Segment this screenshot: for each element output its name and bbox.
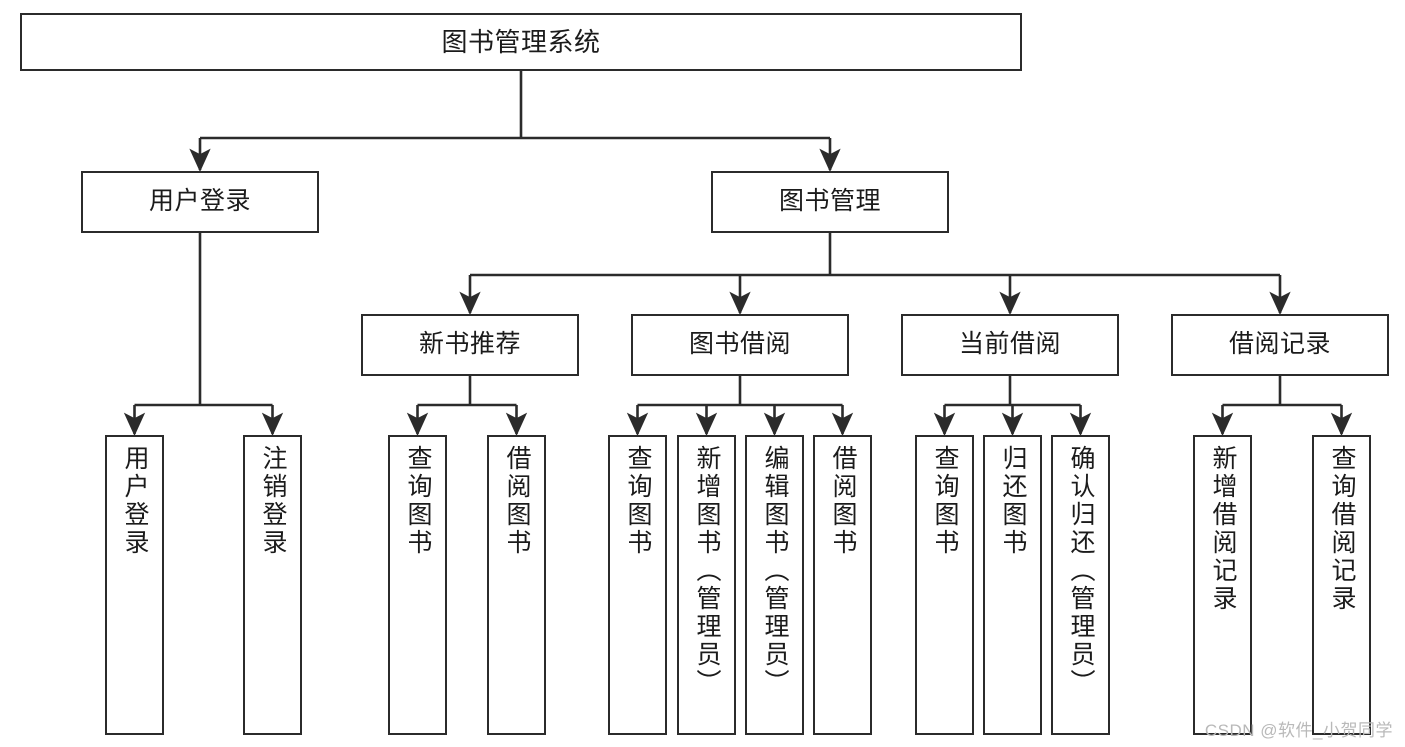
node-label: 图书管理系统 bbox=[441, 26, 601, 57]
node-label: 新增图书（管理员） bbox=[693, 445, 721, 697]
node-leaf-rec-1[interactable]: 新增借阅记录 bbox=[1193, 435, 1252, 735]
node-label: 新书推荐 bbox=[418, 330, 521, 359]
node-leaf-rec-2[interactable]: 查询借阅记录 bbox=[1312, 435, 1371, 735]
node-l2-borrow[interactable]: 图书借阅 bbox=[631, 314, 849, 376]
node-root[interactable]: 图书管理系统 bbox=[20, 13, 1022, 71]
node-leaf-borrow-4[interactable]: 借阅图书 bbox=[813, 435, 872, 735]
node-leaf-cur-1[interactable]: 查询图书 bbox=[915, 435, 974, 735]
node-leaf-login-1[interactable]: 用户登录 bbox=[105, 435, 164, 735]
node-label: 当前借阅 bbox=[958, 330, 1061, 359]
node-label: 用户登录 bbox=[148, 187, 251, 216]
node-leaf-new-2[interactable]: 借阅图书 bbox=[487, 435, 546, 735]
node-l1-bookmgmt[interactable]: 图书管理 bbox=[711, 171, 949, 233]
node-leaf-borrow-1[interactable]: 查询图书 bbox=[608, 435, 667, 735]
node-label: 查询图书 bbox=[624, 445, 652, 557]
node-label: 用户登录 bbox=[121, 445, 149, 557]
node-label: 借阅图书 bbox=[503, 445, 531, 557]
node-leaf-login-2[interactable]: 注销登录 bbox=[243, 435, 302, 735]
node-label: 查询图书 bbox=[404, 445, 432, 557]
node-leaf-cur-2[interactable]: 归还图书 bbox=[983, 435, 1042, 735]
node-label: 确认归还（管理员） bbox=[1067, 445, 1095, 697]
node-leaf-new-1[interactable]: 查询图书 bbox=[388, 435, 447, 735]
node-l2-records[interactable]: 借阅记录 bbox=[1171, 314, 1389, 376]
node-l1-login[interactable]: 用户登录 bbox=[81, 171, 319, 233]
node-l2-current[interactable]: 当前借阅 bbox=[901, 314, 1119, 376]
node-l2-newbook[interactable]: 新书推荐 bbox=[361, 314, 579, 376]
node-label: 查询图书 bbox=[931, 445, 959, 557]
node-label: 借阅图书 bbox=[829, 445, 857, 557]
node-leaf-borrow-3[interactable]: 编辑图书（管理员） bbox=[745, 435, 804, 735]
node-leaf-cur-3[interactable]: 确认归还（管理员） bbox=[1051, 435, 1110, 735]
node-label: 查询借阅记录 bbox=[1328, 445, 1356, 613]
node-leaf-borrow-2[interactable]: 新增图书（管理员） bbox=[677, 435, 736, 735]
node-label: 编辑图书（管理员） bbox=[761, 445, 789, 697]
node-label: 借阅记录 bbox=[1228, 330, 1331, 359]
node-label: 图书管理 bbox=[778, 187, 881, 216]
node-label: 归还图书 bbox=[999, 445, 1027, 557]
node-label: 图书借阅 bbox=[688, 330, 791, 359]
node-label: 注销登录 bbox=[259, 445, 287, 557]
node-label: 新增借阅记录 bbox=[1209, 445, 1237, 613]
csdn-watermark: CSDN @软件_小贺同学 bbox=[1204, 721, 1393, 740]
